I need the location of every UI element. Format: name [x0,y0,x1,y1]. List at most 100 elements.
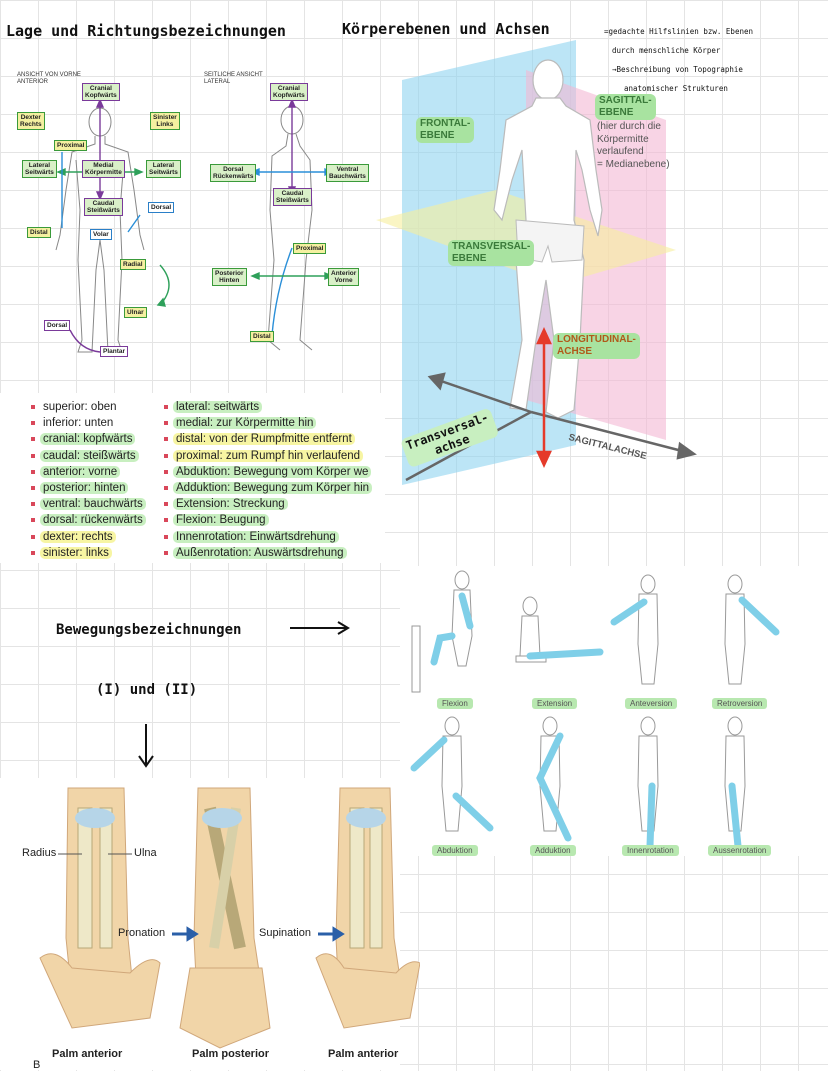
term-text: Innenrotation: Einwärtsdrehung [173,530,339,543]
label-line: EBENE [452,253,487,264]
movement-figures [410,570,780,850]
term-item: Innenrotation: Einwärtsdrehung [164,529,372,545]
side-view-heading: SEITLICHE ANSICHT LATERAL [204,72,263,86]
label-medial: Medial Körpermitte [82,160,125,178]
label-proximal: Proximal [54,140,88,151]
side-label-caudal: Caudal Steißwärts [273,188,312,206]
label-frontal-ebene: FRONTAL-EBENE [416,117,475,143]
label-ulna: Ulna [134,847,157,859]
label-text: Dexter Rechts [20,114,42,128]
movement-label-adduktion: Adduktion [530,845,576,856]
label-text: Plantar [103,348,126,355]
term-text: Abduktion: Bewegung vom Körper we [173,465,372,478]
term-text: Flexion: Beugung [173,514,269,527]
term-text: anterior: vorne [40,465,121,478]
label-text: Radial [123,261,143,268]
movement-label-flexion: Flexion [437,698,473,709]
side-label-proximal: Proximal [293,243,327,254]
figure-anteversion [637,574,659,685]
movement-label-retroversion: Retroversion [712,698,768,709]
heading-line: LATERAL [204,79,231,85]
label-text: Cranial Kopfwärts [85,85,117,99]
side-label-anterior: Anterior Vorne [328,268,360,286]
label-line: TRANSVERSAL- [452,241,531,252]
side-label-distal: Distal [250,331,274,342]
label-caudal: Caudal Steißwärts [84,198,123,216]
label-text: Volar [93,231,109,238]
movement-label-innenrotation: Innenrotation [622,845,679,856]
label-line: EBENE [420,130,455,141]
rotation-arrows [172,926,345,942]
label-text: Caudal Steißwärts [276,190,309,204]
term-text: dorsal: rückenwärts [40,514,146,527]
term-item: lateral: seitwärts [164,399,372,415]
term-item: Abduktion: Bewegung vom Körper we [164,464,372,480]
term-text: posterior: hinten [40,482,129,495]
figure-flexion [411,570,473,693]
heading-line: ANTERIOR [17,79,49,85]
term-item: caudal: steißwärts [31,448,146,464]
term-text: superior: oben [43,401,117,413]
side-view-figure [250,98,334,351]
label-radius: Radius [22,847,57,859]
side-label-posterior: Posterior Hinten [212,268,247,286]
label-transversal-ebene: TRANSVERSAL-EBENE [448,240,535,266]
side-label-ventral: Ventral Bauchwärts [326,164,369,182]
term-text: Extension: Streckung [173,498,288,511]
term-text: cranial: kopfwärts [40,433,136,446]
label-text: Caudal Steißwärts [87,200,120,214]
forearm-illustration [39,787,420,1049]
label-text: Lateral Seitwärts [149,162,178,176]
label-pronation: Pronation [118,927,166,939]
title-koerperebenen: Körperebenen und Achsen [342,20,550,38]
note-line: (hier durch die [597,121,661,132]
movement-label-abduktion: Abduktion [432,845,478,856]
label-text: Dorsal Rückenwärts [213,166,254,180]
label-text: Cranial Kopfwärts [273,85,305,99]
term-item: posterior: hinten [31,480,146,496]
caption-palm-anterior-1: Palm anterior [52,1048,123,1060]
terms-list-right: lateral: seitwärts medial: zur Körpermitt… [164,399,373,561]
caption-palm-anterior-2: Palm anterior [328,1048,399,1060]
label-line: LONGITUDINAL- [557,334,636,345]
label-line: ACHSE [557,346,593,357]
sagittal-note: (hier durch die Körpermitte verlaufend =… [597,121,670,171]
term-item: Extension: Streckung [164,496,372,512]
forearm-3 [315,787,420,1029]
movement-label-aussenrotation: Aussenrotation [708,845,772,856]
label-line: FRONTAL- [420,118,471,129]
term-text: ventral: bauchwärts [40,498,146,511]
term-text: dexter: rechts [40,530,116,543]
forearm-1 [39,787,161,1029]
label-supination: Supination [259,927,311,939]
heading-line: ANSICHT VON VORNE [17,72,81,78]
term-text: lateral: seitwärts [173,401,263,413]
highlighted-limbs [410,592,780,850]
label-dorsal-arm: Dorsal [148,202,175,213]
term-item: distal: von der Rumpfmitte entfernt [164,431,372,447]
term-item: inferior: unten [31,415,146,431]
term-item: dexter: rechts [31,529,146,545]
label-text: Proximal [57,142,85,149]
term-text: inferior: unten [43,417,114,430]
movements-heading: Bewegungsbezeichnungen [56,622,242,638]
term-item: cranial: kopfwärts [31,431,146,447]
term-item: proximal: zum Rumpf hin verlaufend [164,448,372,464]
label-text: Ulnar [127,309,144,316]
note-line: anatomischer Strukturen [624,84,728,93]
label-cranial: Cranial Kopfwärts [82,83,120,101]
term-text: medial: zur Körpermitte hin [173,417,317,430]
label-line: EBENE [599,107,634,118]
note-line: →Beschreibung von Topographie [612,65,743,74]
caption-palm-posterior: Palm posterior [192,1048,270,1060]
label-text: Distal [30,229,48,236]
note-line: durch menschliche Körper [612,46,721,55]
label-plantar: Plantar [100,346,129,357]
header-note: =gedachte Hilfslinien bzw. Ebenen durch … [604,22,753,98]
label-lateral-right: Lateral Seitwärts [146,160,181,178]
label-text: Sinister Links [153,114,177,128]
term-text: proximal: zum Rumpf hin verlaufend [173,449,364,462]
label-text: Distal [253,333,271,340]
label-text: Dorsal [47,322,68,329]
label-sinister: Sinister Links [150,112,180,130]
